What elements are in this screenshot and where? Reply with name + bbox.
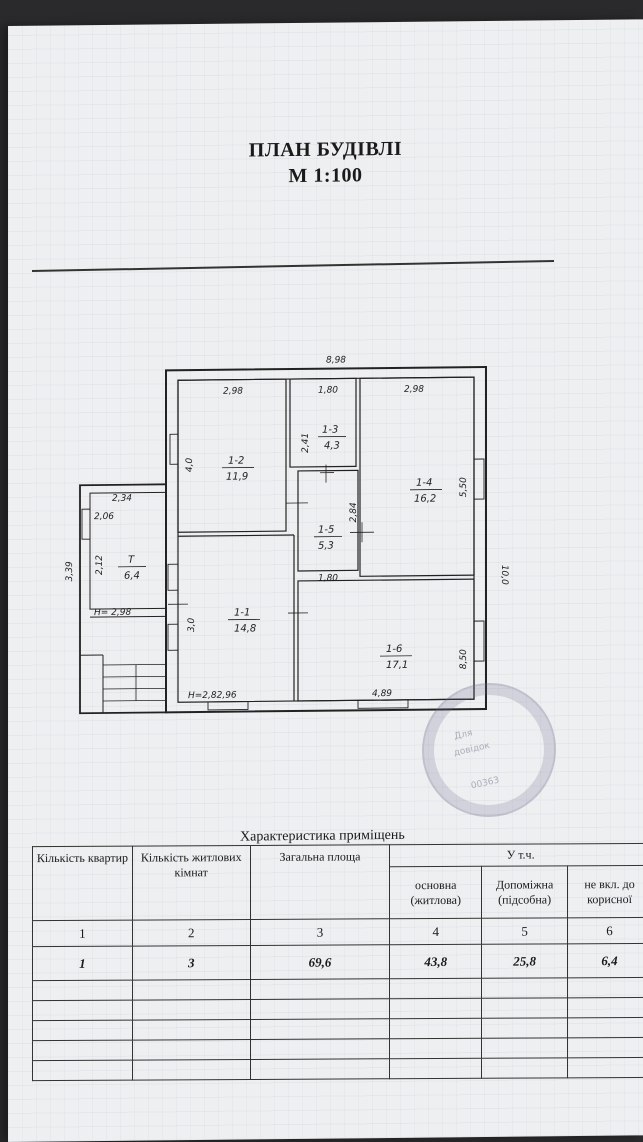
cell-total-area: 69,6 xyxy=(250,944,390,980)
dim-room11-width: 3,0 xyxy=(187,617,197,632)
dim-annex-outer-h: 3,39 xyxy=(65,561,75,581)
column-number: 3 xyxy=(250,918,390,946)
header-including: У т.ч. xyxy=(389,843,643,867)
characteristics-table: Кількість квартир Кількість житлових кім… xyxy=(32,843,643,1081)
dim-top-room12: 2,98 xyxy=(223,387,243,397)
svg-text:1-1: 1-1 xyxy=(234,607,250,618)
dim-room13-height: 2,41 xyxy=(301,433,311,453)
dim-annex-width: 2,34 xyxy=(112,494,132,504)
dim-room16-width: 4,89 xyxy=(372,689,392,699)
column-number: 5 xyxy=(481,917,568,945)
header-main: основна (житлова) xyxy=(389,866,482,919)
room-1-4: 1-4 16,2 xyxy=(410,478,442,505)
dim-room15-bottom: 1,80 xyxy=(318,574,338,584)
window xyxy=(473,458,485,500)
room-1-6-wall xyxy=(297,578,475,702)
dim-overall-depth: 10,0 xyxy=(499,565,509,585)
dim-annex-inner-h: 2,12 xyxy=(95,555,105,575)
dim-top-room14: 2,98 xyxy=(404,385,424,395)
column-number: 2 xyxy=(132,919,251,947)
svg-text:1-3: 1-3 xyxy=(322,425,338,436)
cell-not-included: 6,4 xyxy=(567,943,643,978)
svg-text:Т: Т xyxy=(128,555,135,566)
door xyxy=(167,563,179,591)
room-1-4-wall xyxy=(359,376,475,577)
svg-text:1-5: 1-5 xyxy=(318,525,334,536)
annex-room-wall xyxy=(89,491,167,610)
dim-room16-height: 8,50 xyxy=(459,649,469,669)
room-1-1: 1-1 14,8 xyxy=(228,607,260,635)
room-1-6: 1-6 17,1 xyxy=(380,644,412,671)
dim-top-room13: 1,80 xyxy=(318,386,338,396)
window xyxy=(207,701,249,711)
dim-annex-h-note: Н= 2,98 xyxy=(94,608,131,618)
table-caption: Характеристика приміщень xyxy=(240,827,405,845)
column-number: 6 xyxy=(567,917,643,944)
room-1-2: 1-2 11,9 xyxy=(222,456,254,483)
room-1-5: 1-5 5,3 xyxy=(314,525,342,552)
floor-plan: 8,98 2,98 1,80 2,98 4,0 2,41 5,50 2,84 1… xyxy=(65,355,509,715)
dim-overall-width: 8,98 xyxy=(326,355,346,365)
cell-living-rooms: 3 xyxy=(132,945,251,981)
dim-room12-height: 4,0 xyxy=(185,457,195,472)
column-number: 1 xyxy=(32,920,133,947)
svg-text:6,4: 6,4 xyxy=(124,571,140,582)
door xyxy=(167,623,179,651)
outer-wall xyxy=(165,365,487,714)
window xyxy=(357,699,409,709)
dim-room11-h-note: Н=2,82,96 xyxy=(188,691,237,702)
room-1-3-wall xyxy=(289,377,357,468)
window xyxy=(169,433,179,465)
room-t: Т 6,4 xyxy=(118,555,146,582)
dim-annex-inner: 2,06 xyxy=(94,512,114,522)
svg-text:11,9: 11,9 xyxy=(226,471,248,482)
column-number: 4 xyxy=(389,918,482,945)
table-row: 1 3 69,6 43,8 25,8 6,4 xyxy=(32,943,643,981)
room-1-5-wall xyxy=(297,469,359,572)
cell-main: 43,8 xyxy=(389,944,482,979)
document-sheet: ПЛАН БУДІВЛІ М 1:100 xyxy=(8,19,643,1142)
svg-text:1-6: 1-6 xyxy=(386,644,402,655)
svg-text:1-4: 1-4 xyxy=(416,478,432,489)
header-apartments: Кількість квартир xyxy=(32,846,133,921)
svg-text:4,3: 4,3 xyxy=(324,441,340,452)
dim-room14-height: 5,50 xyxy=(459,477,469,497)
cell-auxiliary: 25,8 xyxy=(481,943,568,979)
header-auxiliary: Допоміжна (підсобна) xyxy=(481,865,568,919)
window xyxy=(473,620,485,662)
svg-text:5,3: 5,3 xyxy=(318,541,334,552)
cell-apartments: 1 xyxy=(32,946,133,981)
header-living-rooms: Кількість житлових кімнат xyxy=(132,845,251,921)
svg-text:14,8: 14,8 xyxy=(234,623,256,634)
window xyxy=(81,508,91,540)
svg-text:16,2: 16,2 xyxy=(414,494,436,505)
header-total-area: Загальна площа xyxy=(250,844,390,920)
room-1-3: 1-3 4,3 xyxy=(318,425,346,452)
svg-text:1-2: 1-2 xyxy=(228,456,244,467)
annex-wall xyxy=(79,483,167,715)
dim-room15-height: 2,84 xyxy=(349,502,359,522)
header-not-included: не вкл. до корисної xyxy=(567,865,643,918)
svg-text:17,1: 17,1 xyxy=(386,660,408,671)
